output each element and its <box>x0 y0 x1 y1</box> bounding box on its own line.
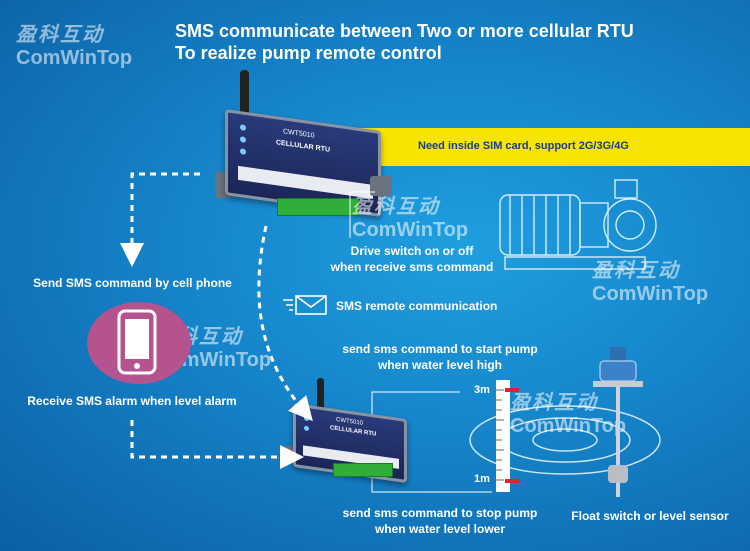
drive-switch-label: Drive switch on or off when receive sms … <box>312 243 512 275</box>
mount-bracket <box>370 176 392 196</box>
antenna-icon <box>240 70 249 125</box>
terminal-block <box>333 463 393 477</box>
high-level-marker <box>505 388 519 392</box>
arrow-device-to-phone <box>120 172 200 267</box>
antenna-icon <box>317 378 324 416</box>
watermark-logo: 盈科互动 ComWinTop <box>592 254 708 306</box>
arrow-phone-to-device <box>130 420 304 469</box>
watermark-en: ComWinTop <box>592 283 709 305</box>
low-level-marker <box>505 479 519 483</box>
stop-pump-label: send sms command to stop pump when water… <box>330 505 550 537</box>
sim-note-text: Need inside SIM card, support 2G/3G/4G <box>418 140 629 152</box>
drive-switch-line-1: Drive switch on or off <box>350 244 474 258</box>
watermark-logo: 盈科互动 ComWinTop <box>16 18 132 70</box>
float-switch-label: Float switch or level sensor <box>571 509 729 523</box>
start-pump-line-1: send sms command to start pump <box>342 342 538 356</box>
sms-remote-label: SMS remote communication <box>336 299 498 313</box>
stop-pump-line-1: send sms command to stop pump <box>342 506 538 520</box>
watermark-en: ComWinTop <box>352 219 469 241</box>
watermark-cn: 盈科互动 <box>16 24 104 46</box>
start-pump-line-2: when water level high <box>377 358 503 372</box>
title-line-2: To realize pump remote control <box>175 43 442 63</box>
arrow-rtu-to-rtu <box>257 225 313 422</box>
gauge-bottom-label: 1m <box>474 473 490 485</box>
watermark-cn: 盈科互动 <box>592 260 680 282</box>
terminal-block <box>277 198 359 216</box>
float-sensor-icon <box>593 347 643 497</box>
stop-pump-line-2: when water level lower <box>374 522 506 536</box>
level-gauge <box>496 380 510 492</box>
sim-note-banner: Need inside SIM card, support 2G/3G/4G <box>352 128 750 166</box>
title-line-1: SMS communicate between Two or more cell… <box>175 21 634 41</box>
gauge-ticks <box>496 389 504 481</box>
send-sms-label: Send SMS command by cell phone <box>33 276 232 290</box>
watermark-logo: 盈科互动 ComWinTop <box>352 190 468 242</box>
diagram-title: SMS communicate between Two or more cell… <box>175 20 634 64</box>
receive-alarm-label: Receive SMS alarm when level alarm <box>27 394 237 408</box>
phone-icon <box>117 309 157 375</box>
start-pump-label: send sms command to start pump when wate… <box>330 341 550 373</box>
rtu-device-top: CWT5010 CELLULAR RTU <box>215 70 405 220</box>
watermark-cn: 盈科互动 <box>352 196 440 218</box>
gauge-top-label: 3m <box>474 384 490 396</box>
connector-line <box>349 191 375 238</box>
pump-icon <box>499 179 657 270</box>
watermark-en: ComWinTop <box>16 47 133 69</box>
drive-switch-line-2: when receive sms command <box>330 260 494 274</box>
envelope-icon <box>283 295 327 315</box>
